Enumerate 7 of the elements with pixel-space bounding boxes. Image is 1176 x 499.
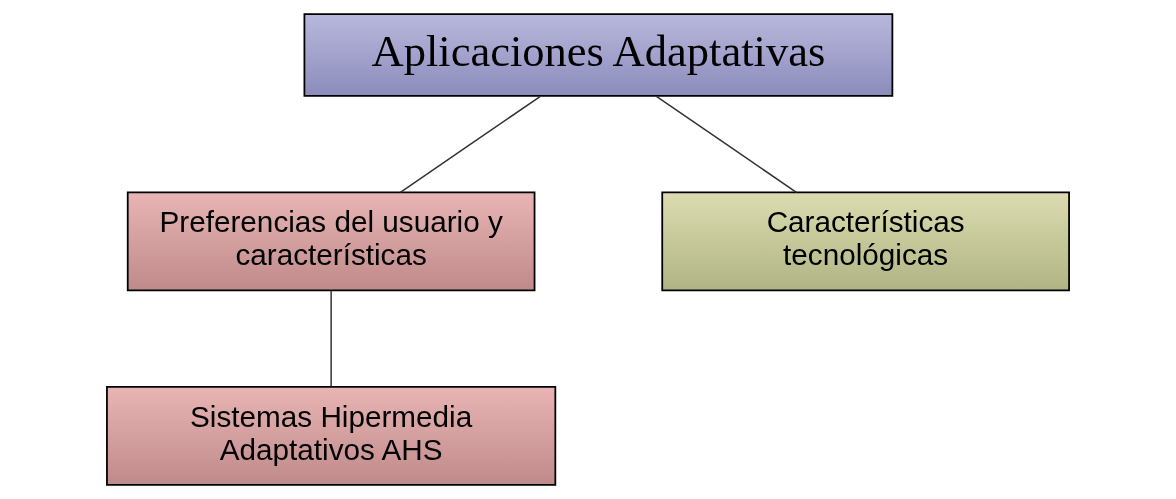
node-box: Aplicaciones Adaptativas [303, 13, 894, 97]
node-box: Características tecnológicas [661, 191, 1070, 292]
node-box: Preferencias del usuario y características [126, 191, 536, 292]
node-box: Sistemas Hipermedia Adaptativos AHS [106, 385, 557, 486]
connector [330, 289, 332, 388]
connector [655, 95, 798, 194]
connector [399, 95, 542, 194]
